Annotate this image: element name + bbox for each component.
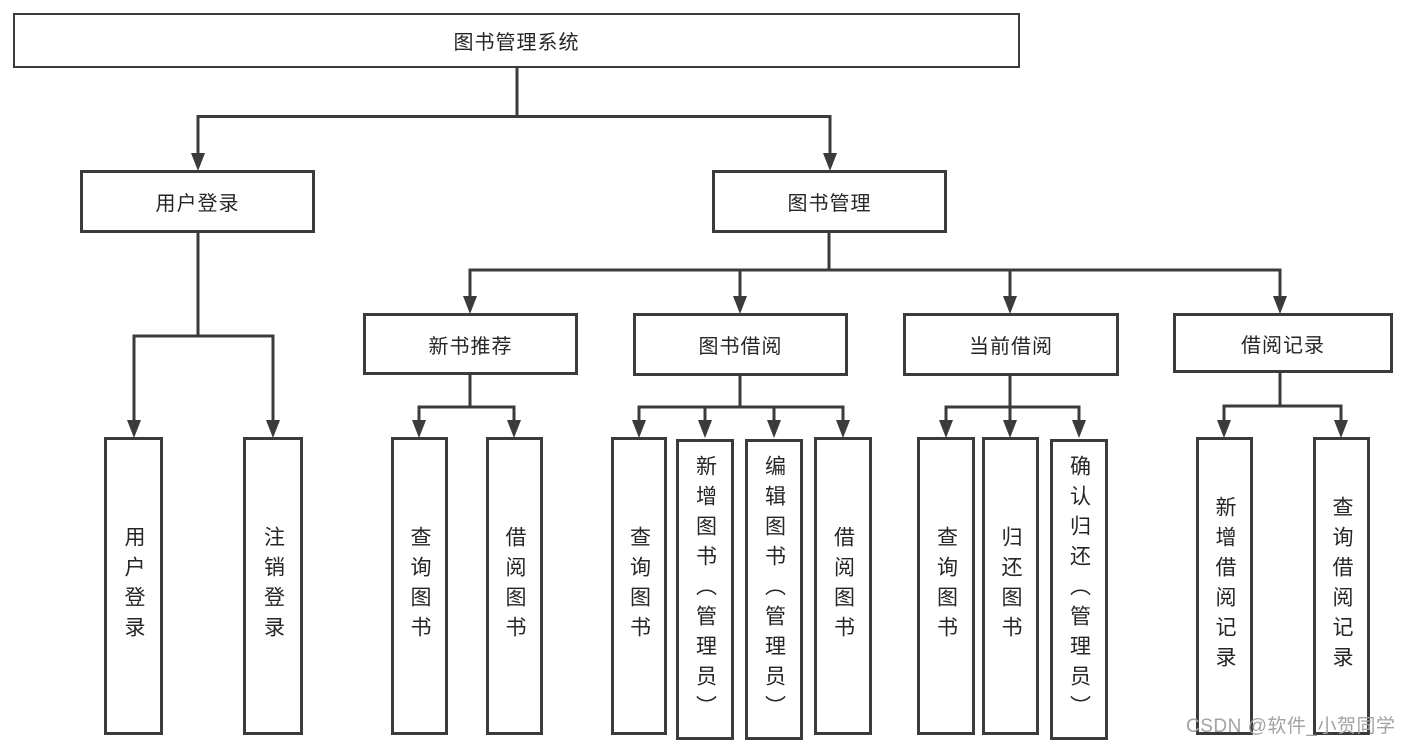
node-current-borrow: 当前借阅: [903, 313, 1119, 376]
node-label: 当前借阅: [969, 336, 1053, 358]
leaf-label: 新增图书（管理员）: [693, 454, 717, 725]
leaf-add-books-admin: 新增图书（管理员）: [676, 439, 734, 740]
leaf-confirm-return-admin: 确认归还（管理员）: [1050, 439, 1108, 740]
leaf-edit-books-admin: 编辑图书（管理员）: [745, 439, 803, 740]
connector-current-borrow-to-leaves: [939, 376, 1086, 438]
csdn-watermark: CSDN @软件_小贺同学: [1186, 716, 1396, 737]
connector-user-login-to-leaves: [127, 233, 280, 438]
leaf-label: 确认归还（管理员）: [1067, 454, 1091, 725]
leaf-label: 注销登录: [261, 526, 285, 646]
leaf-query-borrow-record: 查询借阅记录: [1313, 437, 1370, 735]
node-label: 用户登录: [155, 193, 240, 215]
connector-root-to-level2: [191, 68, 837, 171]
leaf-label: 归还图书: [999, 526, 1022, 646]
leaf-label: 查询图书: [408, 526, 431, 646]
leaf-query-books-recommend: 查询图书: [391, 437, 448, 735]
leaf-logout: 注销登录: [243, 437, 303, 735]
leaf-label: 借阅图书: [503, 526, 526, 646]
leaf-borrow-books: 借阅图书: [814, 437, 872, 735]
node-new-book-recommend: 新书推荐: [363, 313, 578, 375]
node-borrow-record: 借阅记录: [1173, 313, 1393, 373]
connector-book-management-to-level3: [463, 233, 1287, 314]
connector-book-borrow-to-leaves: [632, 376, 850, 438]
leaf-query-books-current: 查询图书: [917, 437, 975, 735]
connector-new-book-recommend-to-leaves: [412, 375, 521, 438]
node-label: 借阅记录: [1241, 334, 1325, 357]
connector-borrow-record-to-leaves: [1217, 373, 1348, 438]
node-user-login: 用户登录: [80, 170, 315, 233]
leaf-label: 新增借阅记录: [1213, 496, 1236, 676]
node-book-management: 图书管理: [712, 170, 947, 233]
leaf-add-borrow-record: 新增借阅记录: [1196, 437, 1253, 735]
leaf-query-books-borrow: 查询图书: [611, 437, 667, 735]
leaf-label: 编辑图书（管理员）: [762, 454, 786, 725]
node-label: 新书推荐: [428, 335, 513, 358]
leaf-label: 用户登录: [122, 526, 145, 646]
leaf-label: 查询图书: [627, 526, 651, 646]
leaf-label: 查询图书: [934, 526, 958, 646]
leaf-label: 查询借阅记录: [1330, 496, 1353, 676]
node-label: 图书管理系统: [453, 32, 580, 54]
leaf-return-books: 归还图书: [982, 437, 1039, 735]
leaf-user-login: 用户登录: [104, 437, 163, 735]
leaf-borrow-books-recommend: 借阅图书: [486, 437, 543, 735]
node-label: 图书管理: [787, 193, 872, 215]
node-book-borrow: 图书借阅: [633, 313, 848, 376]
node-library-management-system: 图书管理系统: [13, 13, 1020, 68]
node-label: 图书借阅: [698, 336, 783, 358]
leaf-label: 借阅图书: [831, 526, 855, 646]
